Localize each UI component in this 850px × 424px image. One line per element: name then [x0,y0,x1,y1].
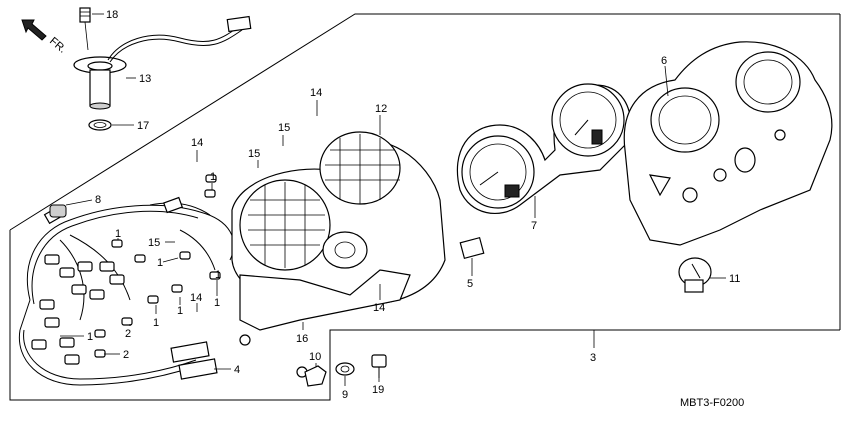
meter-dial-panel [456,83,632,214]
callout-1: 1 [210,171,216,183]
callout-14: 14 [310,87,322,99]
callout-1: 1 [157,257,163,269]
callout-7: 7 [531,220,537,232]
callout-11: 11 [729,273,740,285]
callouts: 18 13 17 14 12 15 14 15 1 8 1 15 1 1 14 … [87,9,740,401]
assembly-frame [9,13,841,401]
callout-18: 18 [106,9,118,21]
callout-3: 3 [590,352,596,364]
callout-2: 2 [123,349,129,361]
callout-1: 1 [177,305,183,317]
meter-upper-cover [623,41,833,246]
meter-case [231,131,446,378]
callout-2: 2 [125,328,131,340]
callout-4: 4 [234,364,240,376]
callout-19: 19 [372,384,384,396]
callout-14: 14 [373,302,385,314]
callout-16: 16 [296,333,308,345]
callout-15: 15 [148,237,160,249]
callout-1: 1 [215,269,221,281]
callout-14: 14 [191,137,203,149]
callout-8: 8 [95,194,101,206]
callout-12: 12 [375,103,387,115]
callout-13: 13 [139,73,151,85]
callout-1: 1 [115,228,121,240]
small-parts [304,236,712,387]
callout-15: 15 [278,122,290,134]
callout-17: 17 [137,120,149,132]
leader-lines [60,13,726,386]
front-direction-arrow: FR. [21,19,68,56]
callout-5: 5 [467,278,473,290]
callout-9: 9 [342,389,348,401]
callout-15: 15 [248,148,260,160]
speed-sensor [73,7,252,131]
figure-code: MBT3-F0200 [680,397,744,409]
callout-14: 14 [190,292,202,304]
callout-6: 6 [661,55,667,67]
callout-1: 1 [153,317,159,329]
callout-10: 10 [309,351,321,363]
wire-harness [18,174,235,386]
callout-1: 1 [87,331,93,343]
callout-1: 1 [214,297,220,309]
direction-label: FR. [47,35,68,56]
